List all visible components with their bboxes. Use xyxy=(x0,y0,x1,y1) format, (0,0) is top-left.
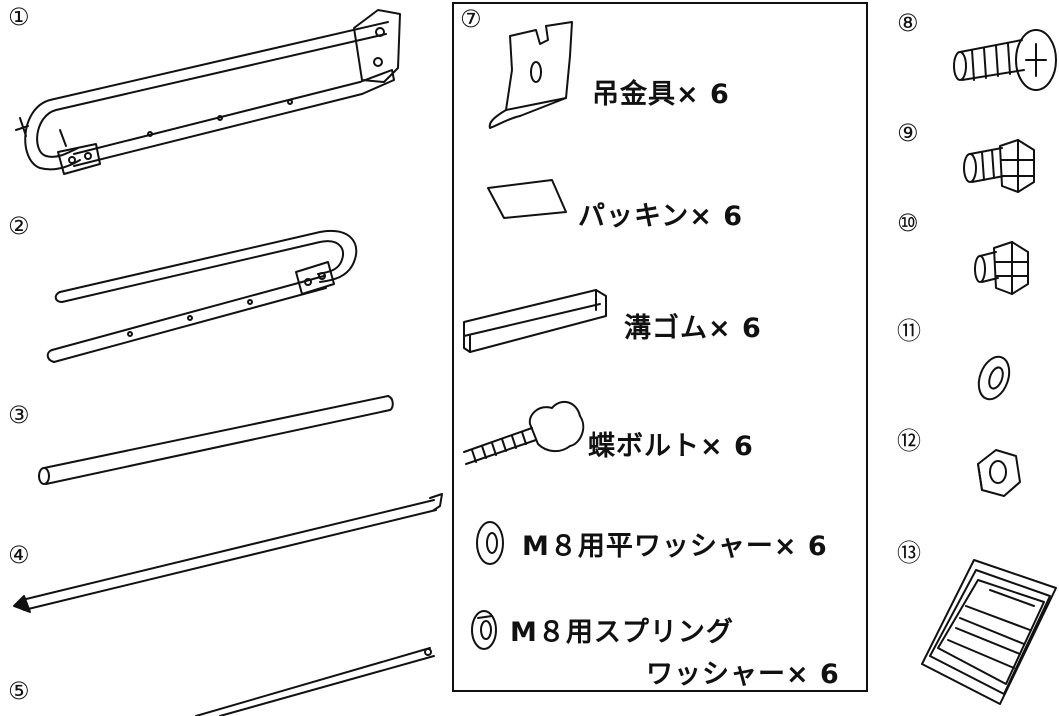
packing-icon xyxy=(487,179,567,219)
item-number-4: ④ xyxy=(8,541,30,569)
item-number-9: ⑨ xyxy=(897,119,919,147)
flat-washer-label: M８用平ワッシャー× 6 xyxy=(522,531,828,562)
flat-bar-part-5 xyxy=(195,647,435,716)
item-number-1: ① xyxy=(8,3,30,31)
flat-washer-icon xyxy=(476,521,504,565)
spring-washer-icon xyxy=(471,610,497,650)
bent-rail-part-2 xyxy=(46,229,358,363)
groove-rubber-label: 溝ゴム× 6 xyxy=(624,313,762,344)
manual-booklet-icon xyxy=(921,559,1057,705)
item-number-13: ⑬ xyxy=(897,539,921,567)
hanger-bracket-label: 吊金具× 6 xyxy=(592,79,730,110)
flat-bar-part-4 xyxy=(13,493,443,613)
item-number-12: ⑫ xyxy=(897,427,921,455)
item-number-11: ⑪ xyxy=(897,317,921,345)
spring-washer-label-line2: ワッシャー× 6 xyxy=(646,659,840,690)
loose-spring-washer-icon xyxy=(977,355,1011,401)
spring-washer-label-line1: M８用スプリング xyxy=(510,617,734,648)
hex-bolt-icon xyxy=(963,139,1035,193)
straight-rod-part-3 xyxy=(38,395,394,485)
item-number-10: ⑩ xyxy=(897,209,919,237)
item-number-5: ⑤ xyxy=(8,677,30,705)
item-number-3: ③ xyxy=(8,401,30,429)
wing-bolt-icon xyxy=(463,400,585,465)
wing-bolt-label: 蝶ボルト× 6 xyxy=(588,431,754,462)
item-number-7: ⑦ xyxy=(460,5,482,33)
pan-head-screw-icon xyxy=(953,29,1057,91)
frame-rail-part-1 xyxy=(15,9,401,175)
short-hex-bolt-icon xyxy=(974,241,1029,295)
parts-box xyxy=(452,2,868,692)
groove-rubber-icon xyxy=(463,289,607,353)
hex-nut-icon xyxy=(977,449,1021,497)
item-number-8: ⑧ xyxy=(897,9,919,37)
packing-label: パッキン× 6 xyxy=(578,201,743,232)
item-number-2: ② xyxy=(8,212,30,240)
hanger-bracket-icon xyxy=(488,21,573,129)
